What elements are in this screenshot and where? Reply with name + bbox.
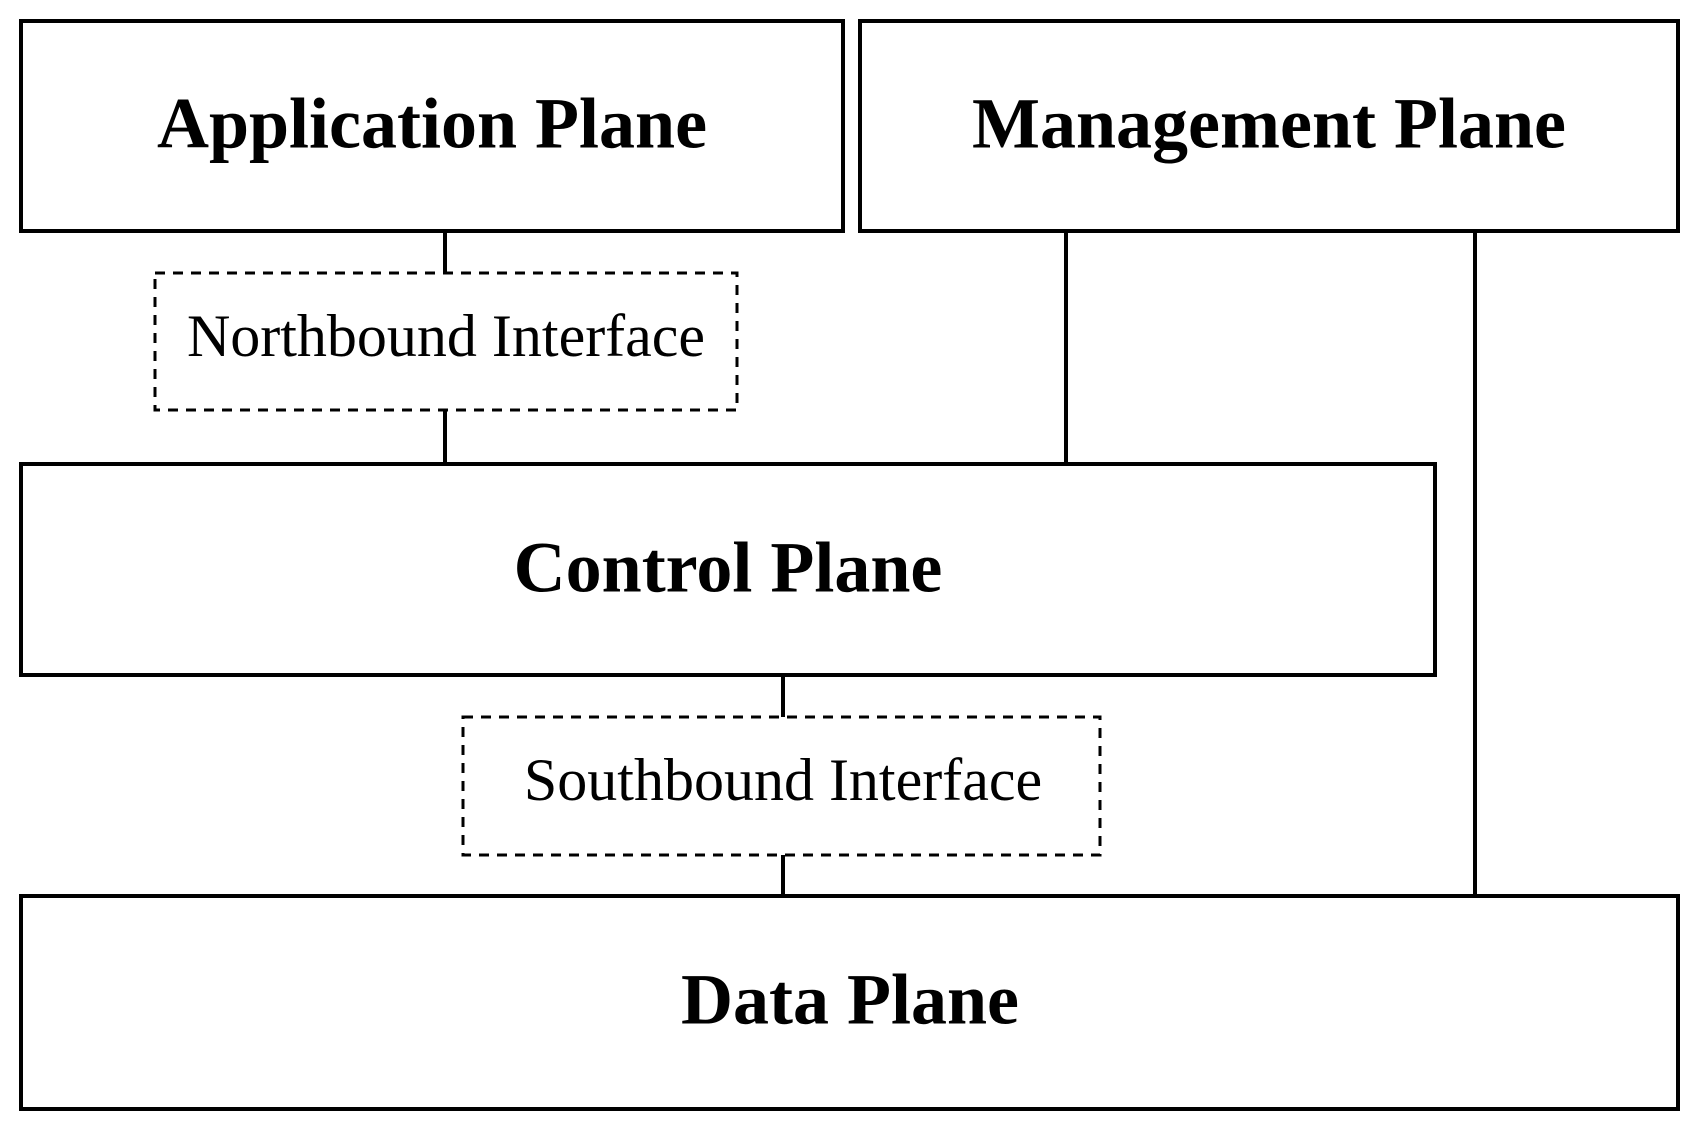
data-plane-label: Data Plane bbox=[681, 960, 1019, 1040]
northbound-interface-node: Northbound Interface bbox=[153, 271, 739, 412]
control-plane-box bbox=[19, 462, 1437, 677]
data-plane-box bbox=[19, 894, 1680, 1111]
northbound-interface-label: Northbound Interface bbox=[187, 303, 705, 369]
southbound-interface-box bbox=[461, 715, 1102, 857]
management-plane-label: Management Plane bbox=[972, 84, 1566, 164]
data-plane-node: Data Plane bbox=[19, 894, 1680, 1111]
southbound-interface-label: Southbound Interface bbox=[524, 747, 1042, 813]
application-plane-label: Application Plane bbox=[157, 84, 707, 164]
control-plane-node: Control Plane bbox=[19, 462, 1437, 677]
southbound-interface-node: Southbound Interface bbox=[461, 715, 1102, 857]
application-plane-node: Application Plane bbox=[19, 19, 845, 233]
management-plane-box bbox=[858, 19, 1680, 233]
application-plane-box bbox=[19, 19, 845, 233]
control-plane-label: Control Plane bbox=[514, 528, 943, 608]
management-plane-node: Management Plane bbox=[858, 19, 1680, 233]
